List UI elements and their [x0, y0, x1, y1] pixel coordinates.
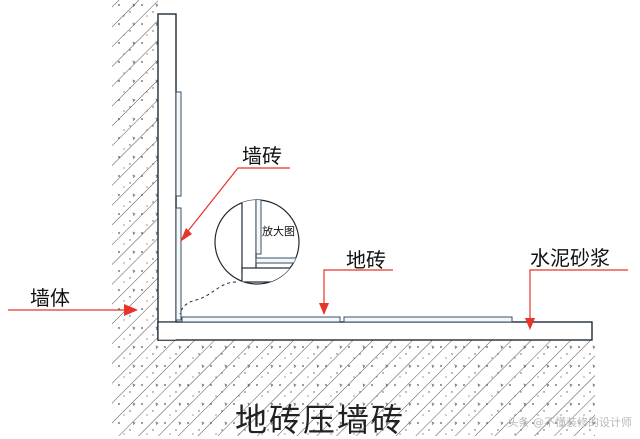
wall-label: 墙体 — [30, 286, 70, 310]
wall-leader — [8, 304, 138, 316]
wall-hatching — [112, 0, 595, 436]
mortar-leader — [525, 269, 628, 330]
floor-mortar-layer — [157, 321, 593, 341]
floor-tile-leader — [319, 269, 393, 315]
wall-tile-leader — [180, 167, 290, 242]
zoom-label: 放大图 — [262, 225, 295, 238]
zoom-detail-circle — [214, 199, 300, 285]
wall-mortar-layer — [157, 13, 177, 341]
wall-tile-lower — [175, 207, 182, 321]
wall-tile-upper — [175, 91, 182, 197]
wall-tile-label: 墙砖 — [242, 144, 282, 168]
floor-tile-left — [181, 316, 341, 323]
watermark: 头条 @不懂装修的设计师 — [507, 416, 633, 429]
mortar-label: 水泥砂浆 — [530, 246, 610, 270]
floor-tile-label: 地砖 — [346, 248, 386, 272]
floor-tile-right — [343, 316, 513, 323]
zoom-leader-dashed — [179, 281, 237, 315]
diagram-title: 地砖压墙砖 — [234, 401, 405, 439]
